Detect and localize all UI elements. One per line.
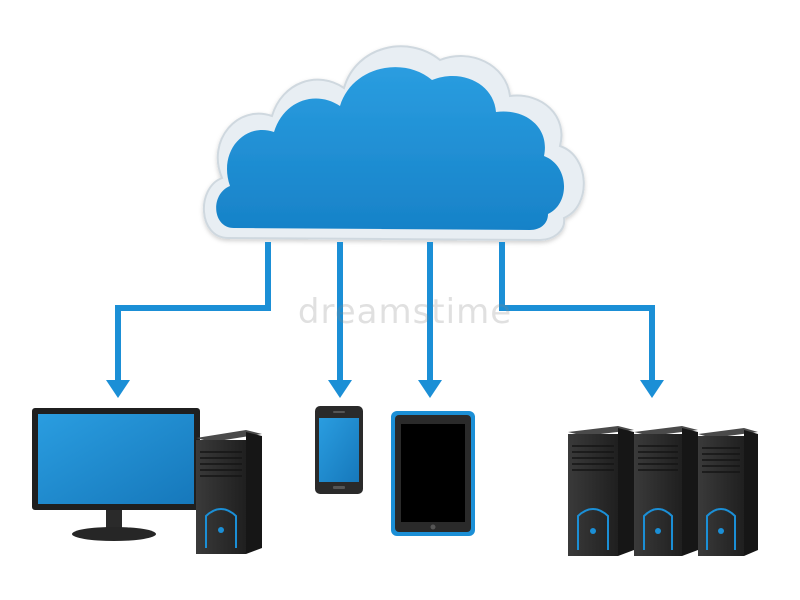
tablet-screen: [401, 424, 465, 522]
monitor-screen: [38, 414, 194, 504]
tower-power-arch: [205, 508, 237, 548]
desktop-computer-icon: [32, 408, 262, 554]
phone-screen: [319, 418, 359, 482]
monitor-base: [72, 527, 156, 541]
arrowhead-servers: [640, 380, 664, 398]
tower-side: [246, 432, 262, 554]
cloud-body: [216, 67, 565, 230]
smartphone-icon: [315, 406, 363, 494]
tower-front: [196, 440, 246, 554]
server-tower-3: [698, 428, 758, 556]
tower-top: [196, 430, 262, 442]
server-tower-1: [568, 426, 634, 556]
connectors: [115, 242, 655, 382]
tablet-home-button: [430, 524, 436, 530]
connector-desktop: [115, 242, 271, 382]
connector-servers: [499, 242, 655, 382]
phone-home: [333, 486, 345, 489]
server-rack-icon: [568, 426, 758, 556]
tower-power-button: [218, 527, 224, 533]
cloud-icon: [202, 45, 585, 242]
arrowhead-tablet: [418, 380, 442, 398]
arrowheads: [106, 380, 664, 398]
watermark-text: dreamstime: [297, 292, 513, 332]
monitor-neck: [106, 510, 122, 528]
server-tower-2: [634, 426, 698, 556]
phone-speaker: [333, 411, 345, 413]
arrowhead-desktop: [106, 380, 130, 398]
tablet-icon: [391, 411, 475, 536]
arrowhead-smartphone: [328, 380, 352, 398]
